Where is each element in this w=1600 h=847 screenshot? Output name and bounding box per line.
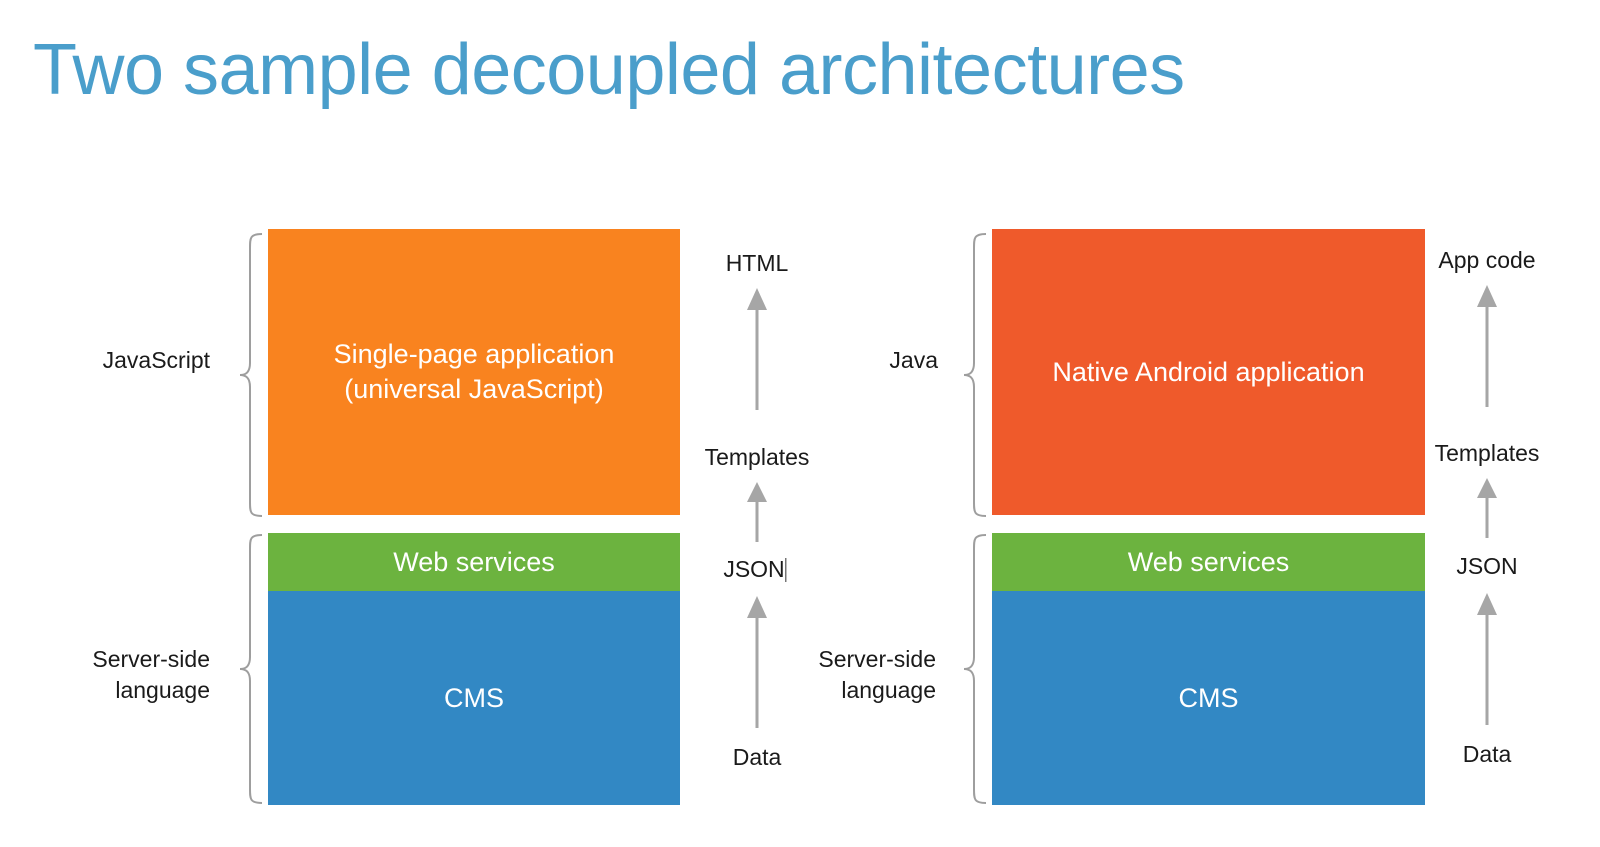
block-label: CMS bbox=[444, 682, 504, 713]
block-cms-left: CMS bbox=[268, 591, 680, 805]
brace-left-backend bbox=[238, 533, 264, 805]
block-label: Web services bbox=[393, 546, 555, 577]
block-label: CMS bbox=[1178, 682, 1239, 713]
block-single-page-application: Single-page application (universal JavaS… bbox=[268, 229, 680, 515]
flow-label-json-text: JSON bbox=[723, 556, 785, 582]
flow-label-templates-left: Templates bbox=[704, 444, 810, 470]
brace-right-presentation bbox=[962, 232, 988, 518]
flow-label-data-left: Data bbox=[732, 744, 782, 770]
side-label-javascript: JavaScript bbox=[102, 347, 210, 373]
block-label: Web services bbox=[1127, 546, 1290, 577]
brace-left-presentation bbox=[238, 232, 264, 518]
flow-label-html: HTML bbox=[725, 250, 789, 276]
arrow-up-templates-left bbox=[746, 482, 768, 542]
block-label: Native Android application bbox=[1052, 356, 1365, 387]
page-title: Two sample decoupled architectures bbox=[33, 30, 1185, 110]
block-web-services-right: Web services bbox=[992, 533, 1425, 591]
arrow-up-app-code bbox=[1476, 285, 1498, 407]
side-label-server-side-language-right: Server-side language bbox=[818, 646, 936, 703]
flow-label-app-code: App code bbox=[1438, 247, 1536, 273]
flow-label-data-right: Data bbox=[1462, 741, 1512, 767]
text-cursor-icon bbox=[785, 558, 787, 582]
block-cms-right: CMS bbox=[992, 591, 1425, 805]
flow-label-json-left: JSON bbox=[723, 556, 787, 584]
arrow-up-html bbox=[746, 288, 768, 410]
flow-label-json-right: JSON bbox=[1456, 553, 1518, 579]
arrow-up-templates-right bbox=[1476, 478, 1498, 538]
block-native-android-application: Native Android application bbox=[992, 229, 1425, 515]
block-web-services-left: Web services bbox=[268, 533, 680, 591]
block-label: Single-page application (universal JavaS… bbox=[333, 339, 615, 404]
brace-right-backend bbox=[962, 533, 988, 805]
side-label-server-side-language-left: Server-side language bbox=[92, 646, 210, 703]
side-label-java: Java bbox=[889, 347, 938, 373]
flow-label-templates-right: Templates bbox=[1434, 440, 1540, 466]
arrow-up-json-right bbox=[1476, 593, 1498, 725]
arrow-up-json-left bbox=[746, 596, 768, 728]
